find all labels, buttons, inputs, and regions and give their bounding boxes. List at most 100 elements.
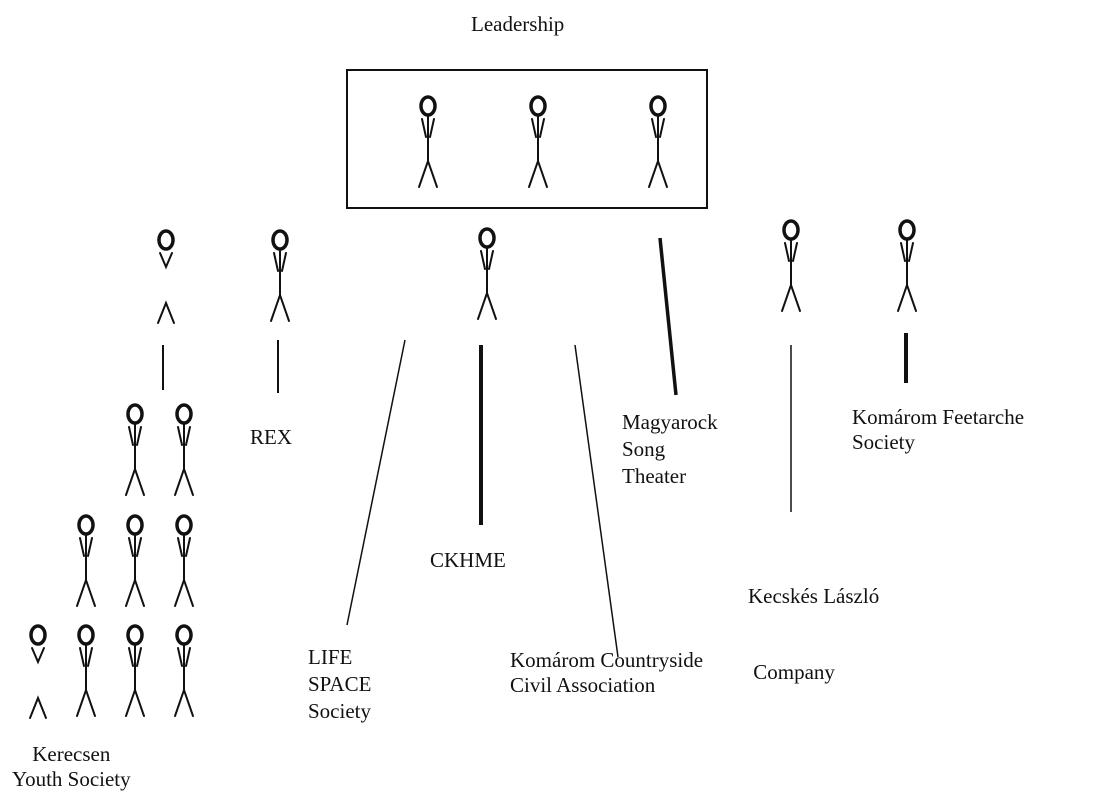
label-line: Magyarock (622, 410, 718, 434)
label-line: LIFE (308, 645, 353, 669)
kerecsen-youth-society-member-figure (125, 403, 145, 496)
leader-member-figure (648, 95, 668, 188)
figure-legs (76, 576, 96, 607)
label-line: Song (622, 436, 666, 461)
figure-arms (539, 118, 545, 138)
figure-arms (185, 426, 191, 446)
kerecsen-youth-society-member-figure (174, 403, 194, 496)
komarom-feetarche-society-member-figure (897, 219, 917, 312)
figure-head (126, 514, 144, 536)
figure-legs (76, 686, 96, 717)
kerecsen-youth-society-member-figure (174, 624, 194, 717)
figure-head (175, 624, 193, 646)
figure-arms (136, 647, 142, 667)
figure-head (77, 514, 95, 536)
komarom-feetarche-society-label: Komárom Feetarche Society (852, 405, 1024, 455)
label-line: Kerecsen (32, 742, 111, 766)
figure-legs (174, 576, 194, 607)
kerecsen-youth-society-member-figure (125, 624, 145, 717)
label-line: Society (308, 698, 371, 723)
figure-head (77, 624, 95, 646)
kerecsen-youth-society-member-figure (125, 514, 145, 607)
label-line: Kecskés László (748, 584, 880, 609)
figure-arms (79, 647, 85, 667)
label-line: Civil Association (510, 673, 656, 698)
figure-arms (784, 242, 790, 262)
label-line: REX (250, 425, 292, 449)
figure-head (126, 403, 144, 425)
figure-arms (177, 426, 183, 446)
figure-head (478, 227, 496, 249)
figure-head (126, 624, 144, 646)
rex-label: REX (250, 425, 292, 450)
kerecsen-youth-society-member-figure (174, 514, 194, 607)
figure-arms (128, 537, 134, 557)
figure-legs (270, 291, 290, 322)
figure-arms (136, 426, 142, 446)
figure-arms (480, 250, 486, 270)
kerecsen-youth-society-member-figure (157, 229, 175, 324)
figure-legs (125, 686, 145, 717)
komarom-countryside-civil-association-label: Komárom Countryside Civil Association (510, 648, 703, 698)
kecskes-laszlo-company-member-figure (781, 219, 801, 312)
leadership-title: Leadership (471, 12, 565, 36)
figure-legs (174, 686, 194, 717)
figure-legs (528, 157, 548, 188)
figure-arms (429, 118, 435, 138)
connector-countryside (574, 344, 619, 658)
label-line: Komárom Feetarche (852, 405, 1025, 429)
figure-arms (136, 537, 142, 557)
figure-head (271, 229, 289, 251)
figure-legs (157, 300, 175, 324)
figure-arms (651, 118, 657, 138)
figure-arms (421, 118, 427, 138)
life-space-society-label: LIFE SPACE Society (308, 644, 371, 725)
leader-member-figure (418, 95, 438, 188)
label-line: CKHME (430, 548, 506, 572)
label-line: Theater (622, 463, 687, 488)
figure-legs (648, 157, 668, 188)
figure-head (29, 624, 47, 646)
figure-arms (900, 242, 906, 262)
rex-member-figure (270, 229, 290, 322)
label-line: Youth Society (12, 767, 131, 792)
figure-legs (29, 695, 47, 719)
ckhme-label: CKHME (430, 548, 506, 573)
ckhme-member-figure (477, 227, 497, 320)
figure-arms (177, 647, 183, 667)
figure-head (649, 95, 667, 117)
figure-head (175, 403, 193, 425)
figure-legs (174, 465, 194, 496)
figure-arms (659, 118, 665, 138)
leader-member-figure (528, 95, 548, 188)
label-line: Company (748, 659, 835, 684)
figure-legs (781, 281, 801, 312)
figure-legs (125, 465, 145, 496)
figure-arms (159, 252, 173, 270)
figure-arms (488, 250, 494, 270)
figure-legs (477, 289, 497, 320)
figure-arms (185, 647, 191, 667)
figure-arms (31, 647, 45, 665)
figure-head (782, 219, 800, 241)
figure-head (157, 229, 175, 251)
kecskes-laszlo-company-label: Kecskés László Company (748, 534, 879, 710)
figure-arms (273, 252, 279, 272)
figure-arms (531, 118, 537, 138)
figure-arms (87, 537, 93, 557)
kerecsen-youth-society-member-figure (76, 514, 96, 607)
label-line: SPACE (308, 671, 372, 696)
figure-legs (897, 281, 917, 312)
magyarock-song-theater-label: Magyarock Song Theater (622, 409, 718, 490)
figure-legs (418, 157, 438, 188)
figure-arms (792, 242, 798, 262)
figure-head (898, 219, 916, 241)
figure-arms (177, 537, 183, 557)
figure-head (175, 514, 193, 536)
figure-head (419, 95, 437, 117)
kerecsen-youth-society-member-figure (29, 624, 47, 719)
kerecsen-youth-society-member-figure (76, 624, 96, 717)
figure-arms (185, 537, 191, 557)
label-line: Komárom Countryside (510, 648, 704, 672)
